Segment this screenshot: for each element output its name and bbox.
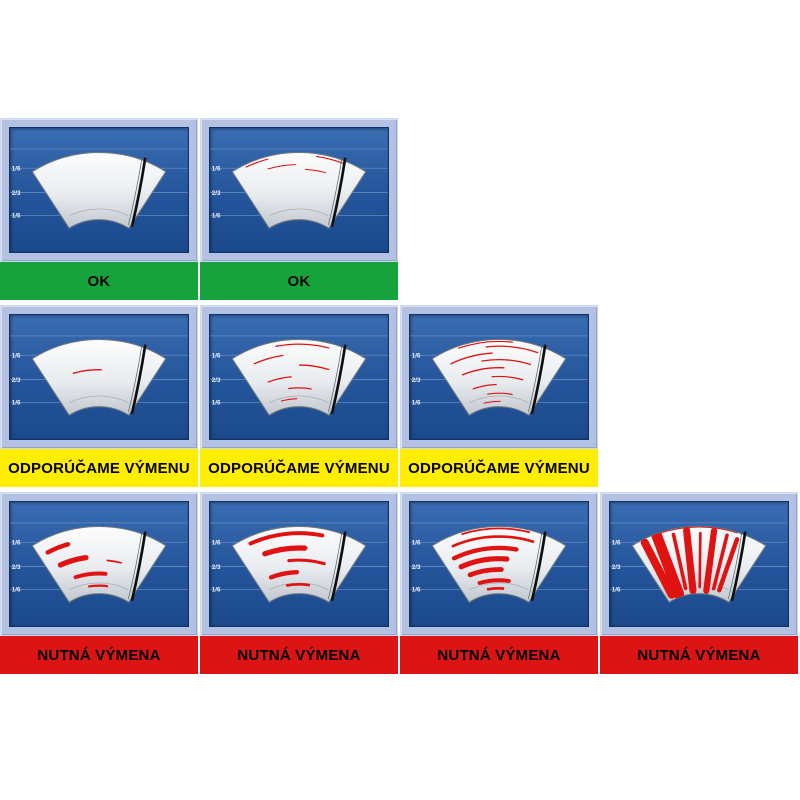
svg-text:1/6: 1/6	[12, 587, 21, 594]
svg-text:1/6: 1/6	[412, 587, 421, 594]
panel-frame: 1/6 2/3 1/6	[400, 305, 598, 449]
wiper-condition-cell: 1/6 2/3 1/6 NUTNÁ VÝMENA	[400, 492, 598, 674]
wiper-condition-cell: 1/6 2/3 1/6 ODPORÚČAME VÝMENU	[400, 305, 598, 487]
wiper-condition-cell: 1/6 2/3 1/6 ODPORÚČAME VÝMENU	[200, 305, 398, 487]
windshield-graphic: 1/6 2/3 1/6	[410, 335, 588, 416]
svg-text:2/3: 2/3	[12, 564, 21, 571]
panel-frame: 1/6 2/3 1/6	[200, 118, 398, 262]
svg-text:1/6: 1/6	[612, 587, 621, 594]
svg-text:2/3: 2/3	[412, 377, 421, 384]
svg-text:1/6: 1/6	[412, 539, 421, 546]
svg-text:1/6: 1/6	[212, 213, 221, 220]
wiper-wear-chart: 1/6 2/3 1/6 OK 1/6 2/3 1/6 OK 1/6 2/3 1/6 ODPO…	[0, 118, 800, 674]
panel-frame: 1/6 2/3 1/6	[0, 118, 198, 262]
status-label-ok: OK	[200, 262, 398, 300]
panel-background: 1/6 2/3 1/6	[409, 501, 589, 627]
panel-background: 1/6 2/3 1/6	[409, 314, 589, 440]
windshield-graphic: 1/6 2/3 1/6	[210, 522, 388, 603]
panel-background: 1/6 2/3 1/6	[9, 501, 189, 627]
wiper-condition-cell: 1/6 2/3 1/6 ODPORÚČAME VÝMENU	[0, 305, 198, 487]
panel-background: 1/6 2/3 1/6	[209, 501, 389, 627]
wiper-condition-cell: 1/6 2/3 1/6 NUTNÁ VÝMENA	[200, 492, 398, 674]
windshield-graphic: 1/6 2/3 1/6	[210, 148, 388, 229]
svg-text:1/6: 1/6	[212, 165, 221, 172]
svg-text:2/3: 2/3	[12, 190, 21, 197]
status-label-required: NUTNÁ VÝMENA	[600, 636, 798, 674]
svg-text:2/3: 2/3	[612, 564, 621, 571]
status-label-recommend: ODPORÚČAME VÝMENU	[0, 449, 198, 487]
svg-text:1/6: 1/6	[412, 400, 421, 407]
svg-text:1/6: 1/6	[212, 539, 221, 546]
windshield-graphic: 1/6 2/3 1/6	[10, 148, 188, 229]
wiper-condition-cell: 1/6 2/3 1/6 NUTNÁ VÝMENA	[0, 492, 198, 674]
windshield-graphic: 1/6 2/3 1/6	[10, 522, 188, 603]
panel-frame: 1/6 2/3 1/6	[400, 492, 598, 636]
svg-text:1/6: 1/6	[12, 352, 21, 359]
windshield-graphic: 1/6 2/3 1/6	[10, 335, 188, 416]
panel-background: 1/6 2/3 1/6	[609, 501, 789, 627]
panel-background: 1/6 2/3 1/6	[209, 314, 389, 440]
svg-text:1/6: 1/6	[12, 539, 21, 546]
svg-text:2/3: 2/3	[212, 190, 221, 197]
wiper-condition-cell: 1/6 2/3 1/6 NUTNÁ VÝMENA	[600, 492, 798, 674]
status-label-recommend: ODPORÚČAME VÝMENU	[400, 449, 598, 487]
row-status-ok: 1/6 2/3 1/6 OK 1/6 2/3 1/6 OK	[0, 118, 800, 300]
status-label-required: NUTNÁ VÝMENA	[0, 636, 198, 674]
svg-text:1/6: 1/6	[212, 352, 221, 359]
svg-text:2/3: 2/3	[412, 564, 421, 571]
panel-background: 1/6 2/3 1/6	[9, 127, 189, 253]
status-label-ok: OK	[0, 262, 198, 300]
status-label-required: NUTNÁ VÝMENA	[400, 636, 598, 674]
panel-background: 1/6 2/3 1/6	[209, 127, 389, 253]
svg-text:1/6: 1/6	[612, 539, 621, 546]
row-status-replacement-required: 1/6 2/3 1/6 NUTNÁ VÝMENA 1/6 2/3 1/6 NUTNÁ V…	[0, 492, 800, 674]
panel-frame: 1/6 2/3 1/6	[200, 305, 398, 449]
svg-text:1/6: 1/6	[212, 400, 221, 407]
svg-text:2/3: 2/3	[212, 377, 221, 384]
panel-frame: 1/6 2/3 1/6	[0, 492, 198, 636]
panel-background: 1/6 2/3 1/6	[9, 314, 189, 440]
panel-frame: 1/6 2/3 1/6	[200, 492, 398, 636]
wiper-condition-cell: 1/6 2/3 1/6 OK	[0, 118, 198, 300]
svg-text:1/6: 1/6	[12, 165, 21, 172]
status-label-recommend: ODPORÚČAME VÝMENU	[200, 449, 398, 487]
windshield-graphic: 1/6 2/3 1/6	[410, 522, 588, 603]
windshield-graphic: 1/6 2/3 1/6	[210, 335, 388, 416]
windshield-graphic: 1/6 2/3 1/6	[610, 522, 788, 603]
panel-frame: 1/6 2/3 1/6	[0, 305, 198, 449]
row-status-recommend-replacement: 1/6 2/3 1/6 ODPORÚČAME VÝMENU 1/6 2/3 1/6 OD…	[0, 305, 800, 487]
svg-text:1/6: 1/6	[212, 587, 221, 594]
svg-text:2/3: 2/3	[212, 564, 221, 571]
panel-frame: 1/6 2/3 1/6	[600, 492, 798, 636]
svg-text:1/6: 1/6	[12, 213, 21, 220]
svg-text:1/6: 1/6	[12, 400, 21, 407]
svg-text:2/3: 2/3	[12, 377, 21, 384]
status-label-required: NUTNÁ VÝMENA	[200, 636, 398, 674]
svg-text:1/6: 1/6	[412, 352, 421, 359]
wiper-condition-cell: 1/6 2/3 1/6 OK	[200, 118, 398, 300]
